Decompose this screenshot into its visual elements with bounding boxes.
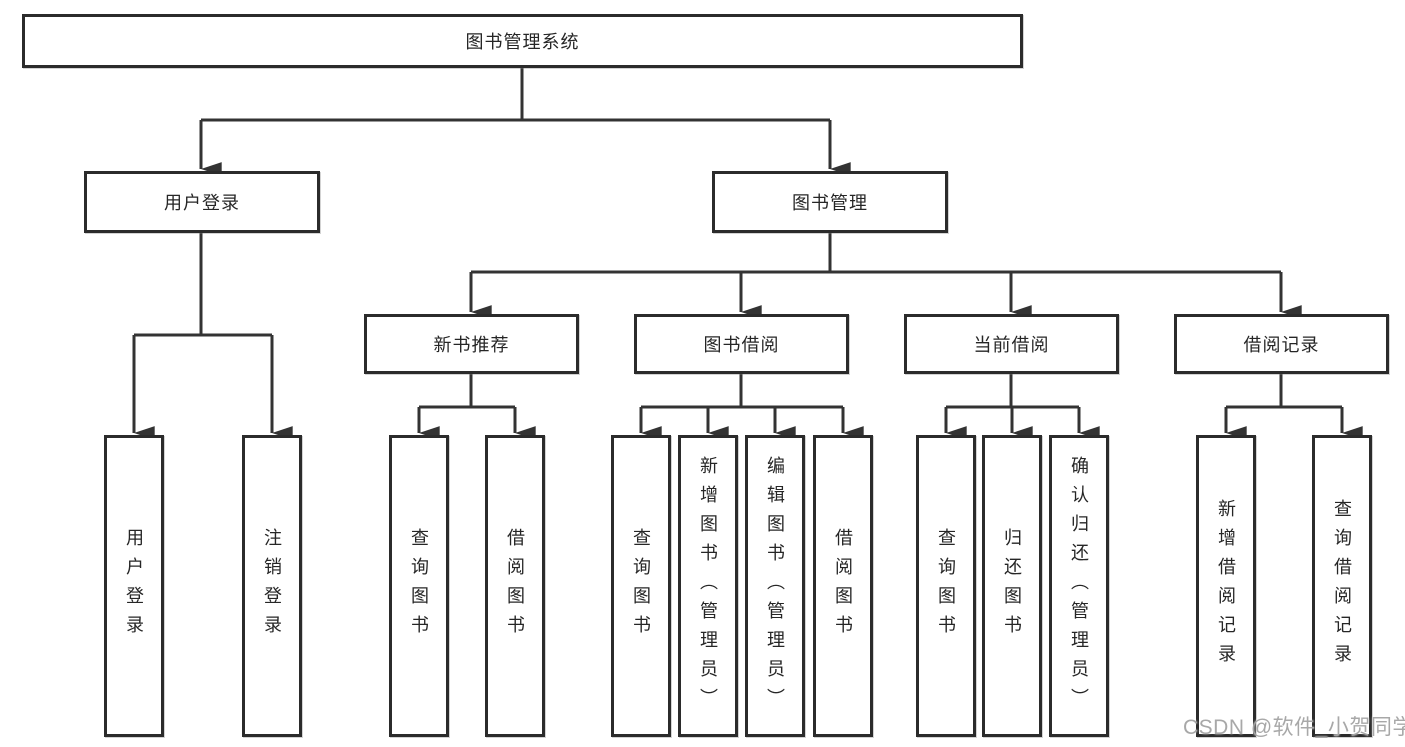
node-label: 借阅图书 xyxy=(833,528,853,644)
node-label: 查询图书 xyxy=(631,528,651,644)
leaf-borrow-books-recommend: 借阅图书 xyxy=(485,435,545,737)
csdn-watermark: CSDN @软件_小贺同学 xyxy=(1183,716,1405,739)
leaf-edit-books-admin: 编辑图书（管理员） xyxy=(745,435,805,737)
node-label: 归还图书 xyxy=(1002,528,1022,644)
node-label: 用户登录 xyxy=(164,193,240,213)
leaf-query-books-recommend: 查询图书 xyxy=(389,435,449,737)
leaf-user-login: 用户登录 xyxy=(104,435,164,737)
leaf-borrow-books: 借阅图书 xyxy=(813,435,873,737)
leaf-query-books-current: 查询图书 xyxy=(916,435,976,737)
node-label: 借阅图书 xyxy=(505,528,525,644)
leaf-query-borrow-record: 查询借阅记录 xyxy=(1312,435,1372,737)
leaf-add-borrow-record: 新增借阅记录 xyxy=(1196,435,1256,737)
leaf-logout: 注销登录 xyxy=(242,435,302,737)
node-label: 新书推荐 xyxy=(433,335,510,355)
node-label: 新增图书（管理员） xyxy=(698,455,718,717)
node-label: 图书借阅 xyxy=(703,335,780,355)
node-label: 新增借阅记录 xyxy=(1216,499,1236,673)
node-label: 图书管理系统 xyxy=(465,32,580,52)
node-borrow-records: 借阅记录 xyxy=(1174,314,1389,374)
leaf-query-books-borrow: 查询图书 xyxy=(611,435,671,737)
node-book-management: 图书管理 xyxy=(712,171,948,233)
node-label: 图书管理 xyxy=(792,193,868,213)
node-label: 查询图书 xyxy=(409,528,429,644)
node-current-borrowing: 当前借阅 xyxy=(904,314,1119,374)
node-label: 注销登录 xyxy=(262,528,282,644)
leaf-confirm-return-admin: 确认归还（管理员） xyxy=(1049,435,1109,737)
node-label: 查询借阅记录 xyxy=(1332,499,1352,673)
node-label: 查询图书 xyxy=(936,528,956,644)
node-label: 确认归还（管理员） xyxy=(1069,455,1089,717)
node-book-borrowing: 图书借阅 xyxy=(634,314,849,374)
node-user-login: 用户登录 xyxy=(84,171,320,233)
node-root-library-system: 图书管理系统 xyxy=(22,14,1023,68)
node-label: 编辑图书（管理员） xyxy=(765,455,785,717)
node-new-book-recommend: 新书推荐 xyxy=(364,314,579,374)
node-label: 借阅记录 xyxy=(1243,335,1320,355)
leaf-return-books: 归还图书 xyxy=(982,435,1042,737)
node-label: 用户登录 xyxy=(124,528,144,644)
leaf-add-books-admin: 新增图书（管理员） xyxy=(678,435,738,737)
node-label: 当前借阅 xyxy=(973,335,1050,355)
